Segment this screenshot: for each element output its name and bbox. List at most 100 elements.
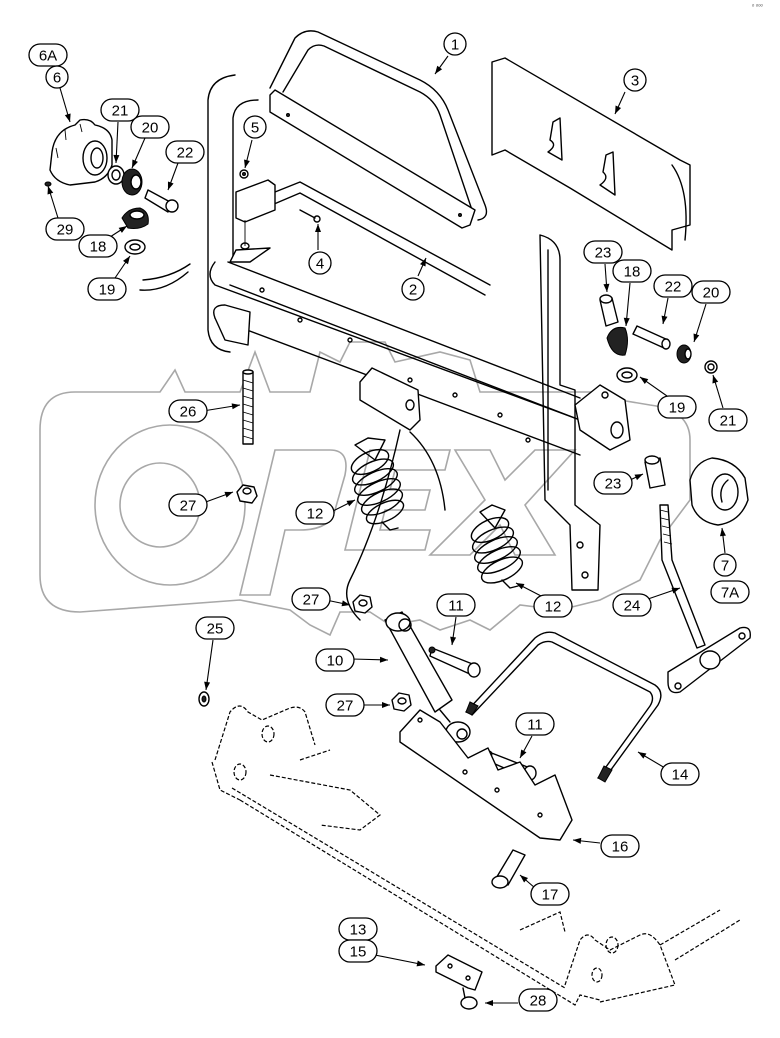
callout-21[interactable]: 21 — [100, 98, 140, 122]
callout-number: 11 — [448, 598, 464, 615]
callout-bubble — [45, 217, 85, 241]
callout-7[interactable]: 7 — [713, 553, 737, 577]
callout-13[interactable]: 13 — [338, 917, 378, 941]
callout-1[interactable]: 1 — [443, 32, 467, 56]
arrowhead-icon — [640, 377, 649, 385]
callout-bubble — [657, 395, 697, 419]
part-18-gear-left — [121, 207, 149, 229]
callout-bubble — [653, 274, 693, 298]
callout-24[interactable]: 24 — [612, 593, 652, 617]
part-23-bushing-lower — [644, 455, 666, 489]
callout-number: 12 — [545, 599, 562, 616]
callout-4[interactable]: 4 — [308, 251, 332, 275]
callout-23[interactable]: 23 — [593, 471, 633, 495]
arrowhead-icon — [435, 65, 443, 74]
part-10-shock-absorber — [384, 611, 471, 743]
arrowhead-icon — [450, 636, 457, 645]
callout-bubble — [295, 501, 335, 525]
callout-6A[interactable]: 6A — [28, 43, 68, 67]
callout-number: 7 — [721, 558, 729, 575]
callout-2[interactable]: 2 — [401, 277, 425, 301]
callout-19[interactable]: 19 — [87, 277, 127, 301]
callout-18[interactable]: 18 — [612, 259, 652, 283]
callout-number: 25 — [207, 621, 224, 638]
arrowhead-icon — [47, 186, 54, 195]
callout-number: 15 — [350, 944, 367, 961]
callout-11[interactable]: 11 — [436, 593, 476, 617]
watermark-logo — [39, 341, 691, 637]
arrowhead-icon — [712, 375, 719, 384]
callout-19[interactable]: 19 — [657, 395, 697, 419]
callout-bubble — [168, 399, 208, 423]
arrowhead-icon — [420, 258, 426, 267]
callout-27[interactable]: 27 — [168, 493, 208, 517]
callout-5[interactable]: 5 — [243, 115, 267, 139]
callout-22[interactable]: 22 — [653, 274, 693, 298]
callout-12[interactable]: 12 — [533, 594, 573, 618]
callout-number: 5 — [251, 120, 259, 137]
part-20-gear-left — [121, 168, 143, 196]
arrowhead-icon — [623, 317, 630, 326]
callout-23[interactable]: 23 — [583, 240, 623, 264]
frame-edge-arc-2 — [139, 271, 189, 291]
callout-bubble — [168, 493, 208, 517]
arrowhead-icon — [224, 491, 233, 498]
part-23-bushing-upper — [599, 294, 619, 327]
arrowhead-icon — [123, 256, 130, 265]
callout-7A[interactable]: 7A — [710, 580, 750, 604]
arrowhead-icon — [379, 656, 388, 663]
part-13-15-clip — [435, 954, 483, 991]
callout-bubble — [600, 834, 640, 858]
callout-18[interactable]: 18 — [78, 234, 118, 258]
callout-22[interactable]: 22 — [165, 140, 205, 164]
leader-line-15 — [374, 954, 426, 966]
part-17-bushing — [491, 849, 526, 889]
callout-17[interactable]: 17 — [530, 882, 570, 906]
callout-27[interactable]: 27 — [325, 693, 365, 717]
callout-11[interactable]: 11 — [515, 712, 555, 736]
arrowhead-icon — [661, 315, 668, 324]
callout-number: 18 — [90, 239, 107, 256]
callout-28[interactable]: 28 — [518, 988, 558, 1012]
callout-bubble — [612, 593, 652, 617]
callout-20[interactable]: 20 — [130, 115, 170, 139]
arrowhead-icon — [382, 702, 390, 708]
callout-3[interactable]: 3 — [623, 68, 647, 92]
callout-16[interactable]: 16 — [600, 834, 640, 858]
callout-25[interactable]: 25 — [195, 616, 235, 640]
callout-29[interactable]: 29 — [45, 217, 85, 241]
part-1-frame — [207, 30, 631, 621]
callout-number: 1 — [451, 37, 459, 54]
callout-number: 14 — [672, 767, 689, 784]
callout-6[interactable]: 6 — [45, 65, 69, 89]
arrowhead-icon — [167, 181, 174, 190]
callout-14[interactable]: 14 — [660, 762, 700, 786]
arrowhead-icon — [638, 752, 647, 759]
part-22-pin-left — [144, 189, 179, 213]
callout-number: 6A — [39, 48, 57, 65]
callout-bubble — [338, 939, 378, 963]
callout-20[interactable]: 20 — [691, 280, 731, 304]
callout-bubble — [515, 712, 555, 736]
arrowhead-icon — [671, 587, 680, 594]
callout-bubble — [533, 594, 573, 618]
callout-27[interactable]: 27 — [291, 587, 331, 611]
callout-number: 13 — [350, 922, 367, 939]
callout-15[interactable]: 15 — [338, 939, 378, 963]
part-12-spring-upper — [350, 437, 405, 531]
arrowhead-icon — [132, 159, 138, 168]
callout-10[interactable]: 10 — [315, 648, 355, 672]
part-29-pin-small — [44, 181, 52, 187]
frame-edge-arc — [142, 263, 191, 281]
callout-21[interactable]: 21 — [708, 408, 748, 432]
callout-bubble — [308, 251, 332, 275]
chassis-frame — [211, 705, 741, 1006]
callout-12[interactable]: 12 — [295, 501, 335, 525]
callout-bubble — [28, 43, 68, 67]
part-21-washer-left — [107, 165, 125, 185]
callout-26[interactable]: 26 — [168, 399, 208, 423]
callout-bubble — [130, 115, 170, 139]
arrowhead-icon — [634, 474, 643, 481]
part-22-pin-right — [632, 325, 671, 350]
callout-number: 6 — [53, 70, 61, 87]
